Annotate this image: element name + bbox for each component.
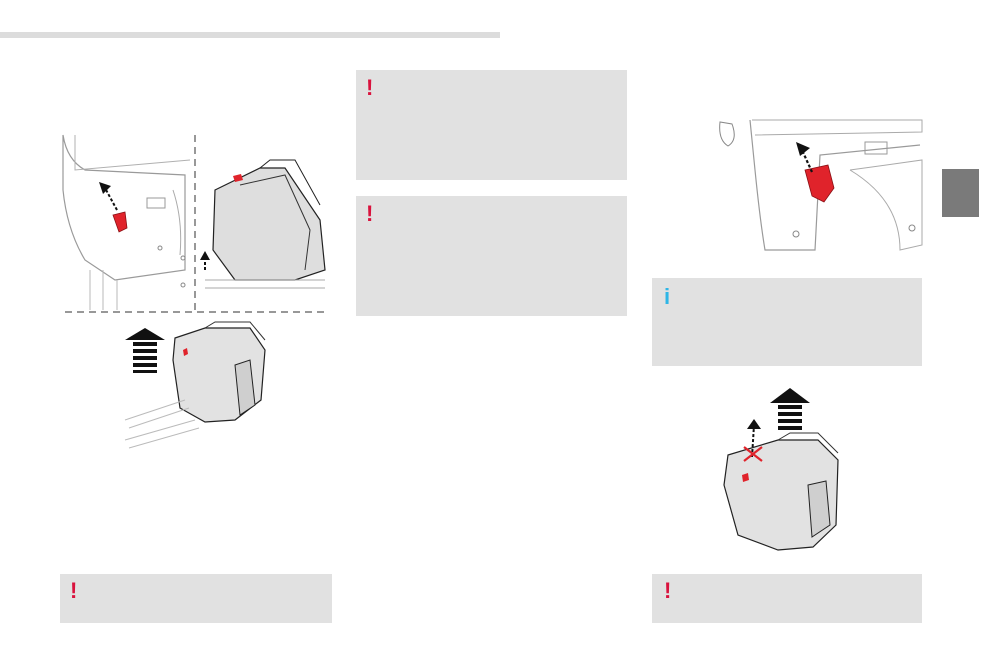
seat-lift-out-drawing: [723, 388, 839, 551]
warning-note: !: [652, 574, 922, 623]
info-note: i: [652, 278, 922, 366]
lift-arrow-icon: [770, 388, 810, 430]
warning-note: !: [356, 70, 627, 180]
warning-icon: !: [70, 578, 78, 603]
seat-lever-drawing: [719, 119, 923, 251]
warning-icon: !: [366, 201, 374, 226]
warning-icon: !: [366, 75, 374, 100]
warning-note: !: [60, 574, 332, 623]
warning-icon: !: [664, 578, 672, 603]
lift-arrow-icon: [125, 328, 165, 373]
seat-unlock-figure: [55, 130, 330, 450]
seat-lift-out-figure: [718, 385, 848, 560]
header-rule: [0, 32, 500, 38]
seat-lever-figure: [700, 110, 925, 255]
chapter-tab: [942, 169, 979, 217]
seat-unlock-drawing: [62, 134, 326, 449]
info-icon: i: [664, 284, 671, 309]
warning-note: !: [356, 196, 627, 316]
